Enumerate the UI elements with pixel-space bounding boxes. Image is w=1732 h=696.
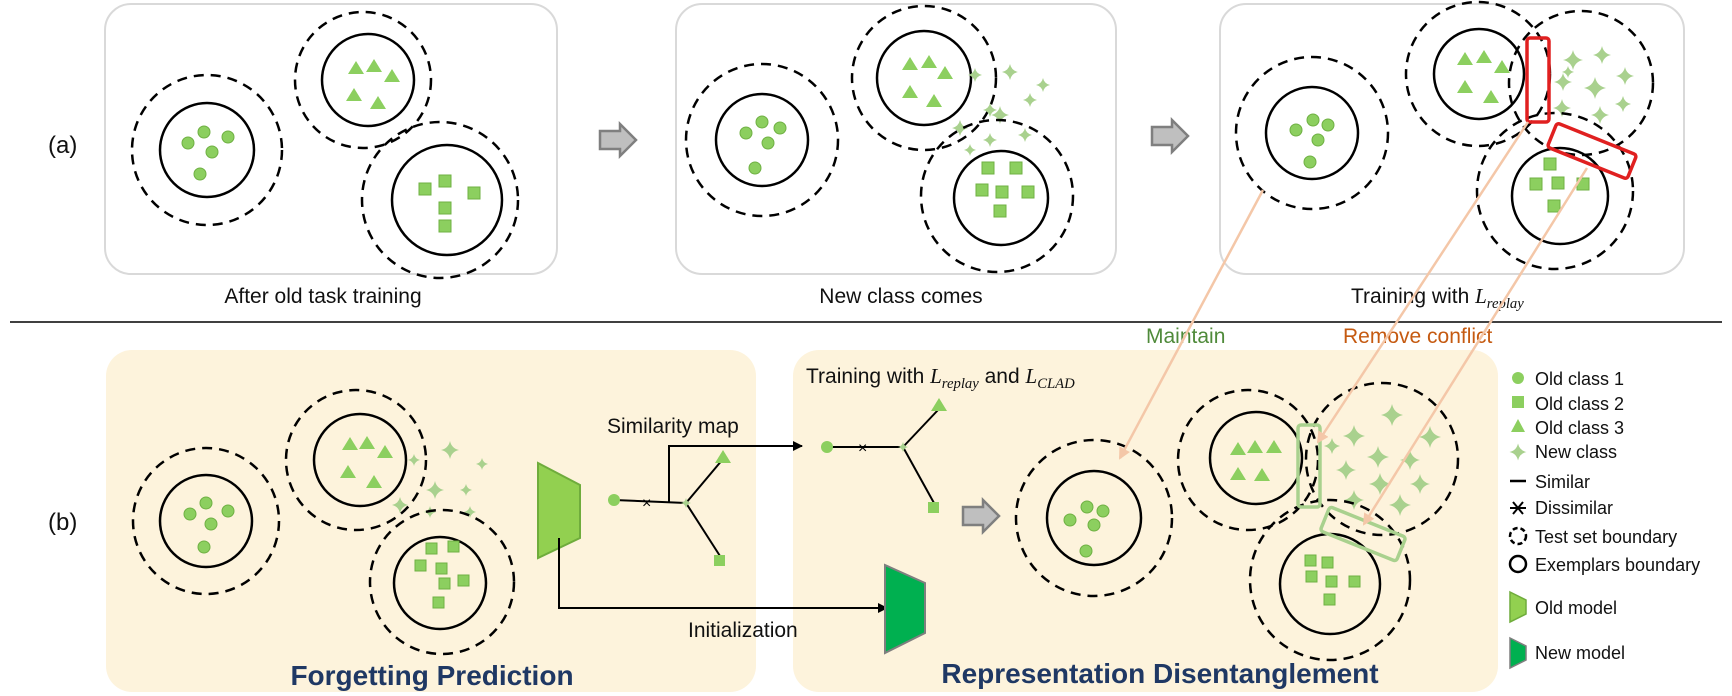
legend-dissimilar-icon (1510, 501, 1526, 515)
legend: Old class 1 Old class 2 Old class 3 New … (1508, 369, 1700, 670)
legend-old-model: Old model (1535, 598, 1617, 618)
legend-test-set-boundary: Test set boundary (1535, 527, 1677, 547)
forgetting-prediction-title: Forgetting Prediction (290, 660, 573, 691)
similarity-map-label: Similarity map (607, 415, 739, 438)
legend-square-icon (1512, 396, 1524, 408)
forgetting-prediction-panel (106, 350, 756, 692)
forgetting-prediction-clusters (131, 388, 516, 656)
legend-star-icon (1509, 443, 1527, 461)
old-class-2-samples (418, 174, 481, 233)
legend-new-model: New model (1535, 643, 1625, 663)
maintain-arrow (1118, 189, 1265, 460)
similarity-map-arrow (668, 441, 803, 503)
stage-1-caption: After old task training (224, 285, 421, 308)
stage-2-panel (675, 3, 1117, 275)
legend-old-class-1: Old class 1 (1535, 369, 1624, 389)
legend-triangle-icon (1511, 419, 1525, 432)
old-class-1-samples (181, 125, 235, 181)
legend-circle-icon (1512, 372, 1524, 384)
legend-new-model-icon (1509, 636, 1527, 670)
remove-conflict-arrows (1316, 121, 1589, 526)
similarity-sketch-large: × (821, 398, 947, 513)
legend-solid-circle-icon (1508, 554, 1528, 574)
old-class-3-samples (346, 59, 400, 109)
stage-2-caption: New class comes (819, 285, 982, 308)
stage-3-panel (1219, 0, 1685, 275)
row-label-a: (a) (48, 132, 77, 159)
new-model-shape (884, 563, 926, 655)
exemplars-boundary (158, 101, 256, 199)
initialization-arrow (558, 538, 888, 613)
initialization-label: Initialization (688, 619, 798, 642)
representation-disentanglement-title: Representation Disentanglement (941, 658, 1378, 689)
svg-text:×: × (642, 495, 651, 512)
legend-old-class-2: Old class 2 (1535, 394, 1624, 414)
resolved-box-vertical (1296, 423, 1322, 509)
similarity-sketch-small: × (608, 450, 731, 566)
representation-disentanglement-clusters (1014, 381, 1460, 662)
legend-dissimilar: Dissimilar (1535, 498, 1613, 518)
test-set-boundary (130, 73, 284, 227)
stage-arrow-1 (598, 122, 638, 158)
stage-1-panel (104, 3, 558, 280)
legend-similar: Similar (1535, 472, 1590, 492)
legend-new-class: New class (1535, 442, 1617, 462)
old-model-shape (537, 461, 581, 560)
training-both-label: Training with Lreplay and LCLAD (806, 364, 1075, 392)
legend-exemplars-boundary: Exemplars boundary (1535, 555, 1700, 575)
remove-conflict-label: Remove conflict (1343, 325, 1493, 348)
svg-text:×: × (858, 440, 867, 457)
conflict-box-vertical (1525, 36, 1551, 124)
legend-old-class-3: Old class 3 (1535, 418, 1624, 438)
row-label-b: (b) (48, 509, 77, 536)
stage-arrow-2 (1150, 118, 1190, 154)
legend-old-model-icon (1509, 590, 1527, 624)
legend-dashed-circle-icon (1508, 526, 1528, 546)
conflict-box-diagonal (1546, 121, 1638, 181)
